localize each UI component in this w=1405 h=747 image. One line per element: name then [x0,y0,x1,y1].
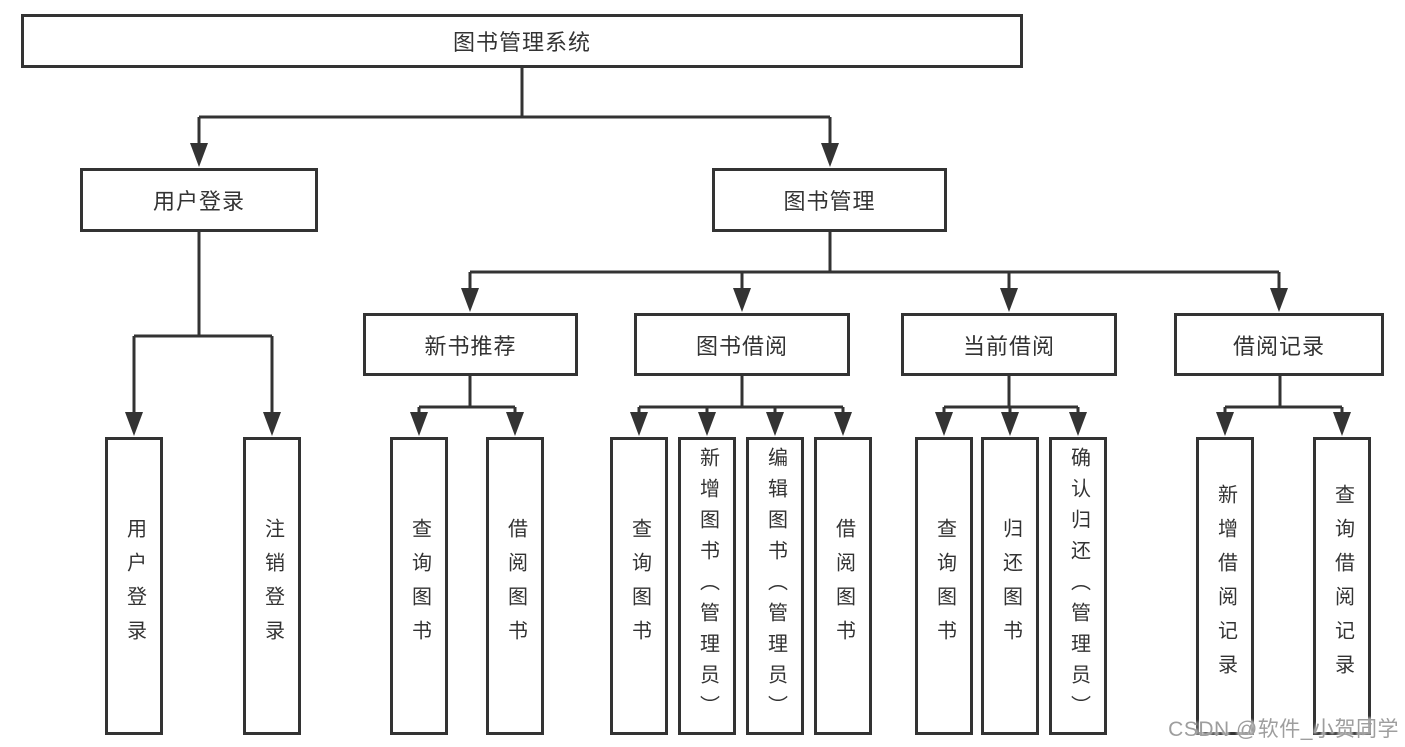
leaf-logout-label: 注销登录 [261,518,284,654]
node-book-borrow-label: 图书借阅 [695,333,788,359]
node-new-book-recommend: 新书推荐 [363,313,578,376]
leaf-edit-book-admin-label: 编辑图书（管理员） [764,446,787,726]
leaf-query-borrow-record-label: 查询借阅记录 [1331,484,1354,688]
leaf-logout: 注销登录 [243,437,301,735]
node-book-management-label: 图书管理 [783,189,876,214]
node-borrow-record: 借阅记录 [1174,313,1384,376]
node-root-label: 图书管理系统 [452,30,591,55]
arrowheads [125,143,1351,436]
leaf-borrow-book: 借阅图书 [814,437,872,735]
leaf-query-book-newrec: 查询图书 [390,437,448,735]
leaf-return-book: 归还图书 [981,437,1039,735]
leaf-user-login: 用户登录 [105,437,163,735]
node-borrow-record-label: 借阅记录 [1232,333,1325,359]
leaf-borrow-book-newrec-label: 借阅图书 [504,518,527,654]
node-user-login-label: 用户登录 [152,189,245,214]
csdn-watermark: CSDN @软件_小贺同学 [1168,718,1399,741]
node-new-book-recommend-label: 新书推荐 [424,333,517,359]
leaf-add-borrow-record: 新增借阅记录 [1196,437,1254,735]
node-current-borrow-label: 当前借阅 [962,333,1055,359]
leaf-query-book-current: 查询图书 [915,437,973,735]
leaf-confirm-return-admin-label: 确认归还（管理员） [1067,446,1090,726]
leaf-return-book-label: 归还图书 [999,518,1022,654]
leaf-query-borrow-record: 查询借阅记录 [1313,437,1371,735]
leaf-borrow-book-label: 借阅图书 [832,518,855,654]
leaf-edit-book-admin: 编辑图书（管理员） [746,437,804,735]
leaf-query-book-current-label: 查询图书 [933,518,956,654]
node-user-login: 用户登录 [80,168,318,232]
node-book-management: 图书管理 [712,168,947,232]
leaf-query-book-borrow-label: 查询图书 [628,518,651,654]
node-root: 图书管理系统 [21,14,1023,68]
leaf-add-borrow-record-label: 新增借阅记录 [1214,484,1237,688]
leaf-confirm-return-admin: 确认归还（管理员） [1049,437,1107,735]
leaf-query-book-borrow: 查询图书 [610,437,668,735]
leaf-borrow-book-newrec: 借阅图书 [486,437,544,735]
leaf-add-book-admin: 新增图书（管理员） [678,437,736,735]
node-current-borrow: 当前借阅 [901,313,1117,376]
leaf-user-login-label: 用户登录 [123,518,146,654]
leaf-query-book-newrec-label: 查询图书 [408,518,431,654]
node-book-borrow: 图书借阅 [634,313,850,376]
leaf-add-book-admin-label: 新增图书（管理员） [696,446,719,726]
